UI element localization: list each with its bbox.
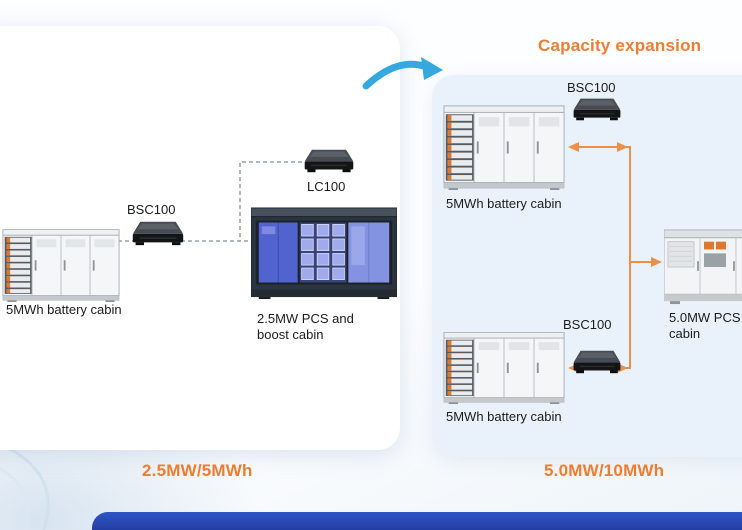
right-capacity-label: 5.0MW/10MWh [544, 461, 665, 480]
bsc100-device-icon [132, 221, 184, 246]
left-capacity-label: 2.5MW/5MWh [142, 461, 253, 480]
lc100-label: LC100 [307, 179, 346, 194]
lc100-device-icon [304, 149, 354, 173]
battery-cabin-bottom-image [443, 332, 565, 404]
battery-cabin-top-label: 5MWh battery cabin [446, 196, 562, 211]
bsc100-top-device-icon [572, 97, 622, 121]
battery-cabin-bottom-label: 5MWh battery cabin [446, 409, 562, 424]
pcs-cabin-50-image [664, 229, 742, 305]
pcs-boost-cabin-label: 2.5MW PCS and boost cabin [257, 311, 354, 343]
bsc100-top-label: BSC100 [567, 80, 616, 95]
pcs-cabin-50-label: 5.0MW PCS cabin [669, 310, 741, 342]
capacity-expansion-title: Capacity expansion [538, 36, 702, 55]
battery-cabin-image [2, 229, 120, 302]
bottom-section-strip [92, 512, 742, 530]
bsc100-label: BSC100 [127, 202, 176, 217]
battery-cabin-top-image [443, 105, 565, 190]
pcs-boost-cabin-image [251, 207, 397, 299]
battery-cabin-label: 5MWh battery cabin [6, 302, 122, 317]
bsc100-bottom-device-icon [572, 350, 622, 374]
bsc100-bottom-label: BSC100 [563, 317, 612, 332]
